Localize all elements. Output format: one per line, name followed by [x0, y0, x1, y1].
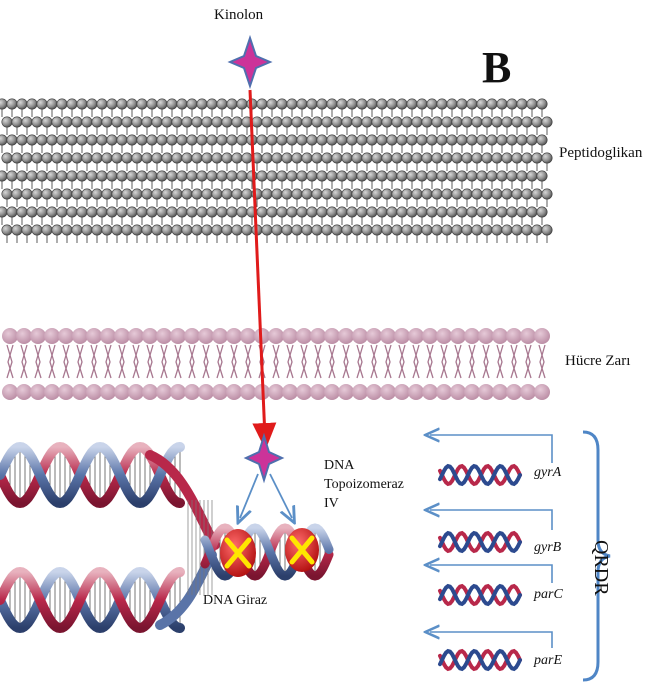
qrdr-gene-list — [430, 435, 553, 672]
gene-label-gyrB: gyrB — [534, 540, 562, 555]
topoisomerase-label-line3: IV — [324, 496, 339, 511]
arrow-to-gyrase — [240, 473, 259, 518]
panel-letter: B — [482, 43, 511, 92]
drug-label: Kinolon — [214, 7, 264, 23]
arrow-to-topoisomerase — [269, 473, 292, 518]
quinolone-star-icon — [227, 34, 273, 90]
gene-label-gyrA: gyrA — [534, 465, 562, 480]
dna-double-helix — [0, 441, 334, 634]
peptidoglycan-layer — [0, 98, 553, 243]
quinolone-star-inside-icon — [243, 432, 285, 484]
cell-membrane-layer — [2, 328, 550, 400]
qrdr-bracket — [582, 430, 611, 682]
drug-entry-arrow — [248, 89, 277, 450]
cell-membrane-label: Hücre Zarı — [565, 353, 631, 369]
qrdr-label: QRDR — [590, 540, 612, 596]
dna-gyrase-label: DNA Giraz — [203, 593, 268, 608]
gene-label-parE: parE — [534, 653, 562, 668]
gene-label-parC: parC — [534, 587, 563, 602]
peptidoglycan-label: Peptidoglikan — [559, 145, 643, 161]
topoisomerase-label-line2: Topoizomeraz — [324, 477, 404, 492]
dna-gyrase-inhibited-icon — [220, 529, 256, 577]
topoisomerase-label-line1: DNA — [324, 458, 355, 473]
topoisomerase-iv-inhibited-icon — [285, 528, 319, 572]
